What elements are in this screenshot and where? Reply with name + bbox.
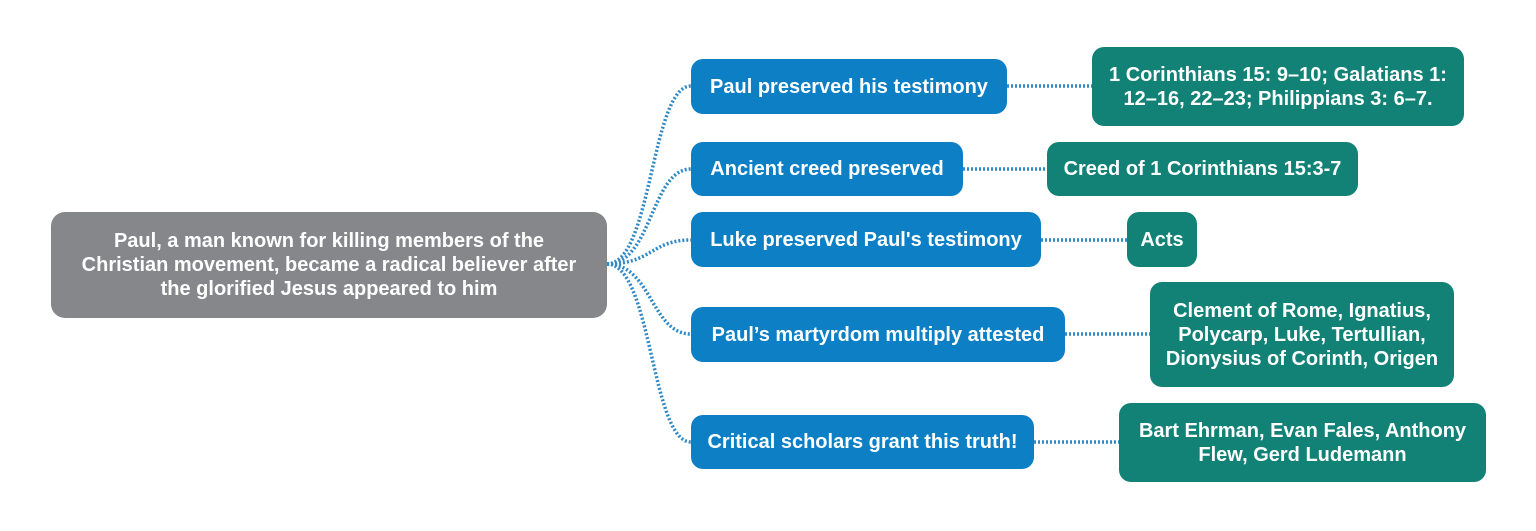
branch-label: Ancient creed preserved <box>710 158 944 180</box>
connector-central-to-branch-5 <box>606 262 692 444</box>
connector-central-to-branch-2 <box>606 167 692 266</box>
central-text-line-2: Christian movement, became a radical bel… <box>81 254 577 276</box>
branch-label: Critical scholars grant this truth! <box>707 431 1018 453</box>
branch-label: Paul preserved his testimony <box>710 75 988 98</box>
connector-central-to-branch-3 <box>606 238 692 266</box>
evidence-line: Flew, Gerd Ludemann <box>1198 443 1407 466</box>
evidence-node-corinthians-galatians: 1 Corinthians 15: 9–10; Galatians 1: 12–… <box>1092 47 1464 126</box>
evidence-node-acts: Acts <box>1127 212 1197 267</box>
branch-node-paul-testimony: Paul preserved his testimony <box>691 59 1007 114</box>
evidence-node-creed: Creed of 1 Corinthians 15:3-7 <box>1047 142 1358 196</box>
branch-node-critical-scholars: Critical scholars grant this truth! <box>691 415 1034 469</box>
evidence-line: 1 Corinthians 15: 9–10; Galatians 1: <box>1109 63 1447 86</box>
central-text-line-3: the glorified Jesus appeared to him <box>160 278 498 300</box>
evidence-node-scholars: Bart Ehrman, Evan Fales, Anthony Flew, G… <box>1119 403 1486 482</box>
evidence-line: Clement of Rome, Ignatius, <box>1173 299 1431 322</box>
evidence-line: 12–16, 22–23; Philippians 3: 6–7. <box>1123 87 1433 110</box>
evidence-node-church-fathers: Clement of Rome, Ignatius, Polycarp, Luk… <box>1150 282 1454 387</box>
branch-label: Paul’s martyrdom multiply attested <box>711 323 1045 346</box>
branch-node-ancient-creed: Ancient creed preserved <box>691 142 963 196</box>
branch-label: Luke preserved Paul's testimony <box>710 228 1022 251</box>
evidence-line: Creed of 1 Corinthians 15:3-7 <box>1063 158 1342 180</box>
branch-node-martyrdom: Paul’s martyrdom multiply attested <box>691 307 1065 362</box>
branch-node-luke-testimony: Luke preserved Paul's testimony <box>691 212 1041 267</box>
central-text-line-1: Paul, a man known for killing members of… <box>113 230 545 252</box>
evidence-line: Polycarp, Luke, Tertullian, <box>1178 323 1426 346</box>
connector-central-to-branch-4 <box>606 262 692 336</box>
central-node: Paul, a man known for killing members of… <box>51 212 607 318</box>
evidence-line: Bart Ehrman, Evan Fales, Anthony <box>1138 419 1467 442</box>
connector-central-to-branch-1 <box>606 84 692 266</box>
evidence-line: Dionysius of Corinth, Origen <box>1165 347 1439 370</box>
evidence-line: Acts <box>1140 228 1184 251</box>
